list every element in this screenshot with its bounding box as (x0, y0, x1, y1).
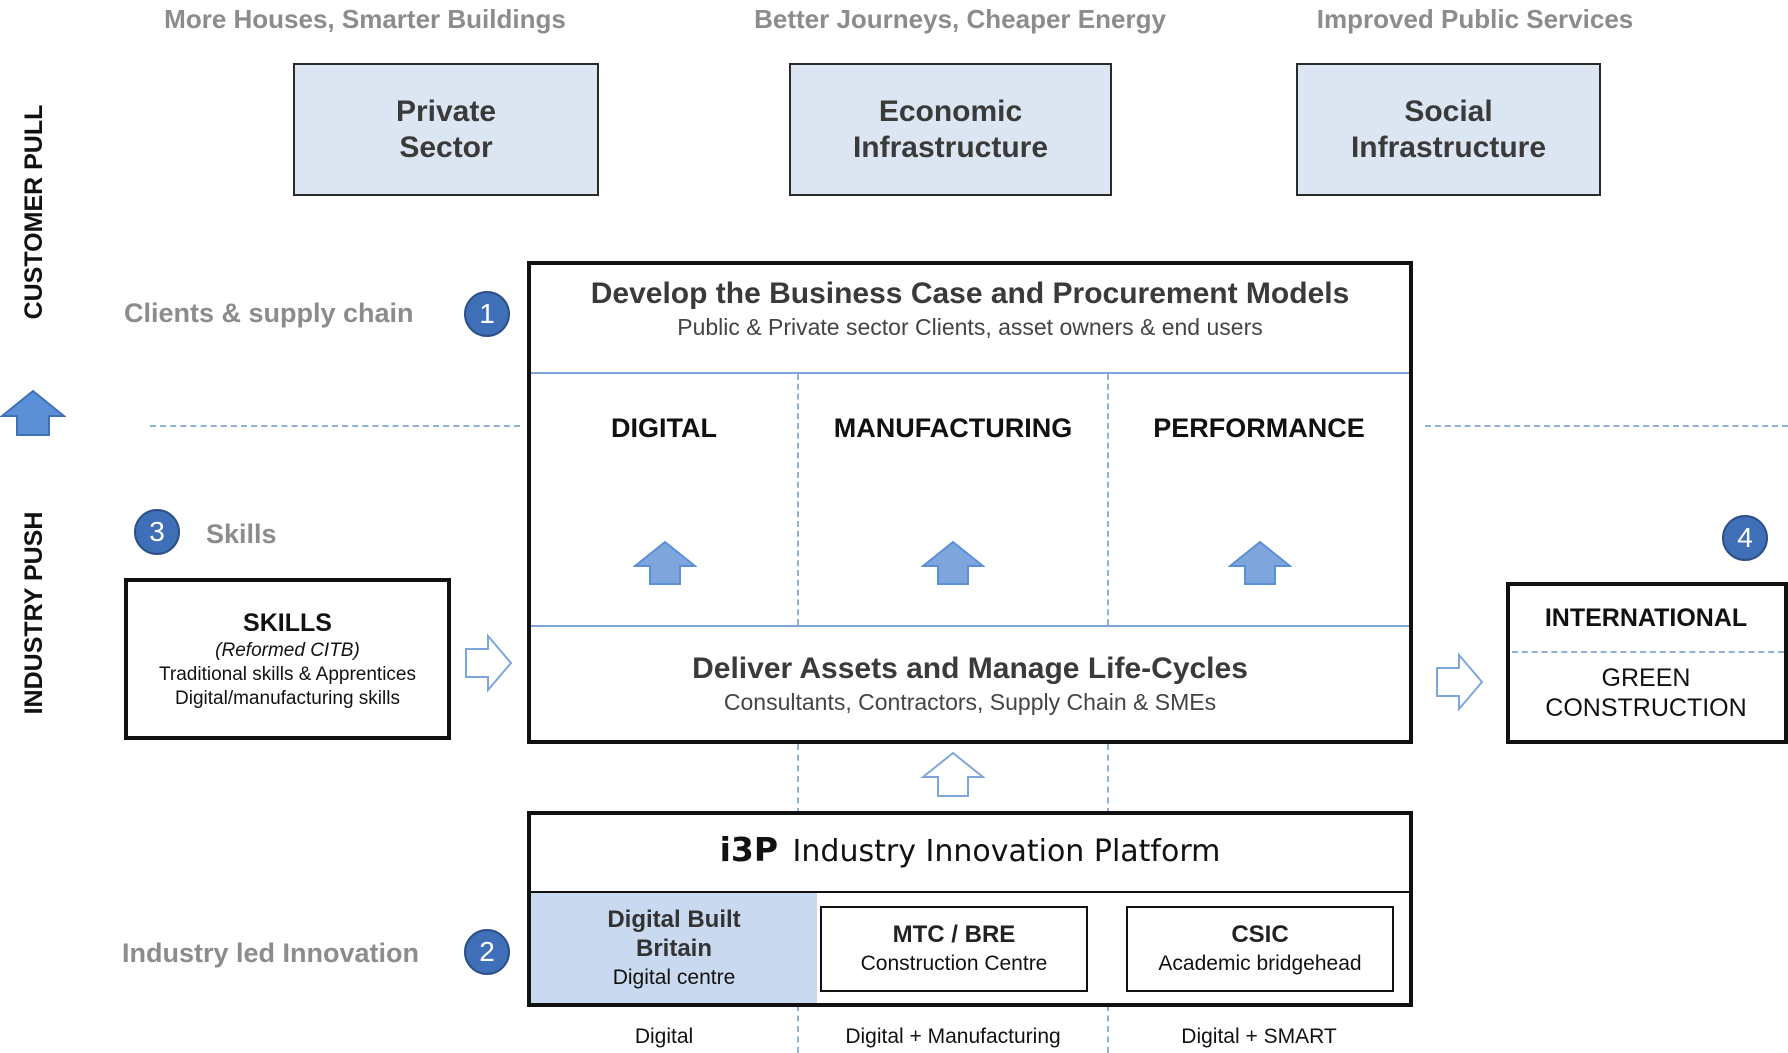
i3p-separator (531, 891, 1409, 893)
column-divider-2 (1107, 374, 1109, 625)
international-label: INTERNATIONAL (1544, 604, 1748, 632)
dashed-divider-left (150, 425, 520, 427)
column-divider-1 (797, 374, 799, 625)
deliver-subtitle: Consultants, Contractors, Supply Chain &… (723, 689, 1217, 715)
economic-infrastructure-box: Economic Infrastructure (789, 63, 1112, 196)
business-case-title: Develop the Business Case and Procuremen… (590, 277, 1350, 310)
i3p-up-arrow-icon (921, 751, 985, 797)
column-divider-1-lower (797, 744, 799, 814)
business-case-subtitle: Public & Private sector Clients, asset o… (677, 314, 1263, 340)
mtc-bre-box: MTC / BRE Construction Centre (820, 906, 1088, 992)
tagline-private: More Houses, Smarter Buildings (164, 4, 566, 34)
digital-up-arrow-icon (633, 540, 697, 585)
sector-label-line1: Economic (878, 94, 1023, 128)
axis-up-arrow-icon (0, 389, 66, 436)
column-divider-2-bottom (1107, 1005, 1109, 1053)
skills-right-arrow-icon (465, 633, 513, 693)
i3p-heading: i3P Industry Innovation Platform (531, 830, 1409, 869)
badge-1: 1 (464, 291, 510, 337)
i3p-acronym: i3P (719, 830, 779, 869)
customer-pull-label: CUSTOMER PULL (20, 104, 48, 320)
clients-supply-chain-label: Clients & supply chain (124, 298, 414, 328)
skills-label: Skills (206, 519, 277, 549)
badge-2: 2 (464, 929, 510, 975)
international-divider (1512, 651, 1784, 653)
csic-box: CSIC Academic bridgehead (1126, 906, 1394, 992)
tagline-economic: Better Journeys, Cheaper Energy (754, 4, 1166, 34)
social-infrastructure-box: Social Infrastructure (1296, 63, 1601, 196)
column-performance: PERFORMANCE (1153, 413, 1365, 443)
international-right-arrow-icon (1436, 652, 1484, 712)
main-framework-box (527, 261, 1413, 744)
badge-3: 3 (134, 509, 180, 555)
performance-up-arrow-icon (1228, 540, 1292, 585)
mtc-line1: MTC / BRE (892, 921, 1016, 948)
skills-box-title: SKILLS (243, 609, 332, 637)
skills-box-citb: (Reformed CITB) (215, 640, 360, 661)
bottom-label-digital: Digital (634, 1025, 694, 1048)
industry-led-innovation-label: Industry led Innovation (122, 938, 420, 968)
dbb-line3: Digital centre (612, 965, 736, 989)
csic-line2: Academic bridgehead (1158, 952, 1362, 975)
csic-line1: CSIC (1231, 921, 1289, 948)
international-box (1506, 582, 1788, 744)
bottom-label-digital-smart: Digital + SMART (1181, 1025, 1337, 1048)
green-label: GREEN (1601, 664, 1691, 692)
construction-label: CONSTRUCTION (1545, 694, 1747, 722)
column-manufacturing: MANUFACTURING (833, 413, 1073, 443)
separator-bottom (531, 625, 1409, 627)
sector-label-line1: Private (395, 94, 497, 128)
column-divider-2-lower (1107, 744, 1109, 814)
i3p-name: Industry Innovation Platform (792, 834, 1221, 869)
badge-4: 4 (1722, 515, 1768, 561)
skills-box-digital: Digital/manufacturing skills (175, 688, 400, 709)
skills-box-traditional: Traditional skills & Apprentices (159, 664, 416, 685)
manufacturing-up-arrow-icon (921, 540, 985, 585)
dbb-line2: Britain (635, 934, 712, 962)
dashed-divider-right (1425, 425, 1788, 427)
deliver-title: Deliver Assets and Manage Life-Cycles (692, 652, 1248, 685)
mtc-line2: Construction Centre (860, 952, 1048, 975)
sector-label-line2: Infrastructure (852, 130, 1049, 164)
sector-label-line2: Infrastructure (1350, 130, 1547, 164)
sector-label-line1: Social (1404, 94, 1493, 128)
column-divider-1-bottom (797, 1005, 799, 1053)
dbb-line1: Digital Built (607, 905, 741, 933)
tagline-social: Improved Public Services (1316, 4, 1634, 34)
digital-built-britain-box: Digital Built Britain Digital centre (531, 893, 817, 1003)
column-digital: DIGITAL (611, 413, 717, 443)
separator-top (531, 372, 1409, 374)
skills-box: SKILLS (Reformed CITB) Traditional skill… (124, 578, 451, 740)
bottom-label-digital-manufacturing: Digital + Manufacturing (845, 1025, 1061, 1048)
private-sector-box: Private Sector (293, 63, 599, 196)
industry-push-label: INDUSTRY PUSH (20, 511, 48, 715)
sector-label-line2: Sector (399, 130, 493, 164)
